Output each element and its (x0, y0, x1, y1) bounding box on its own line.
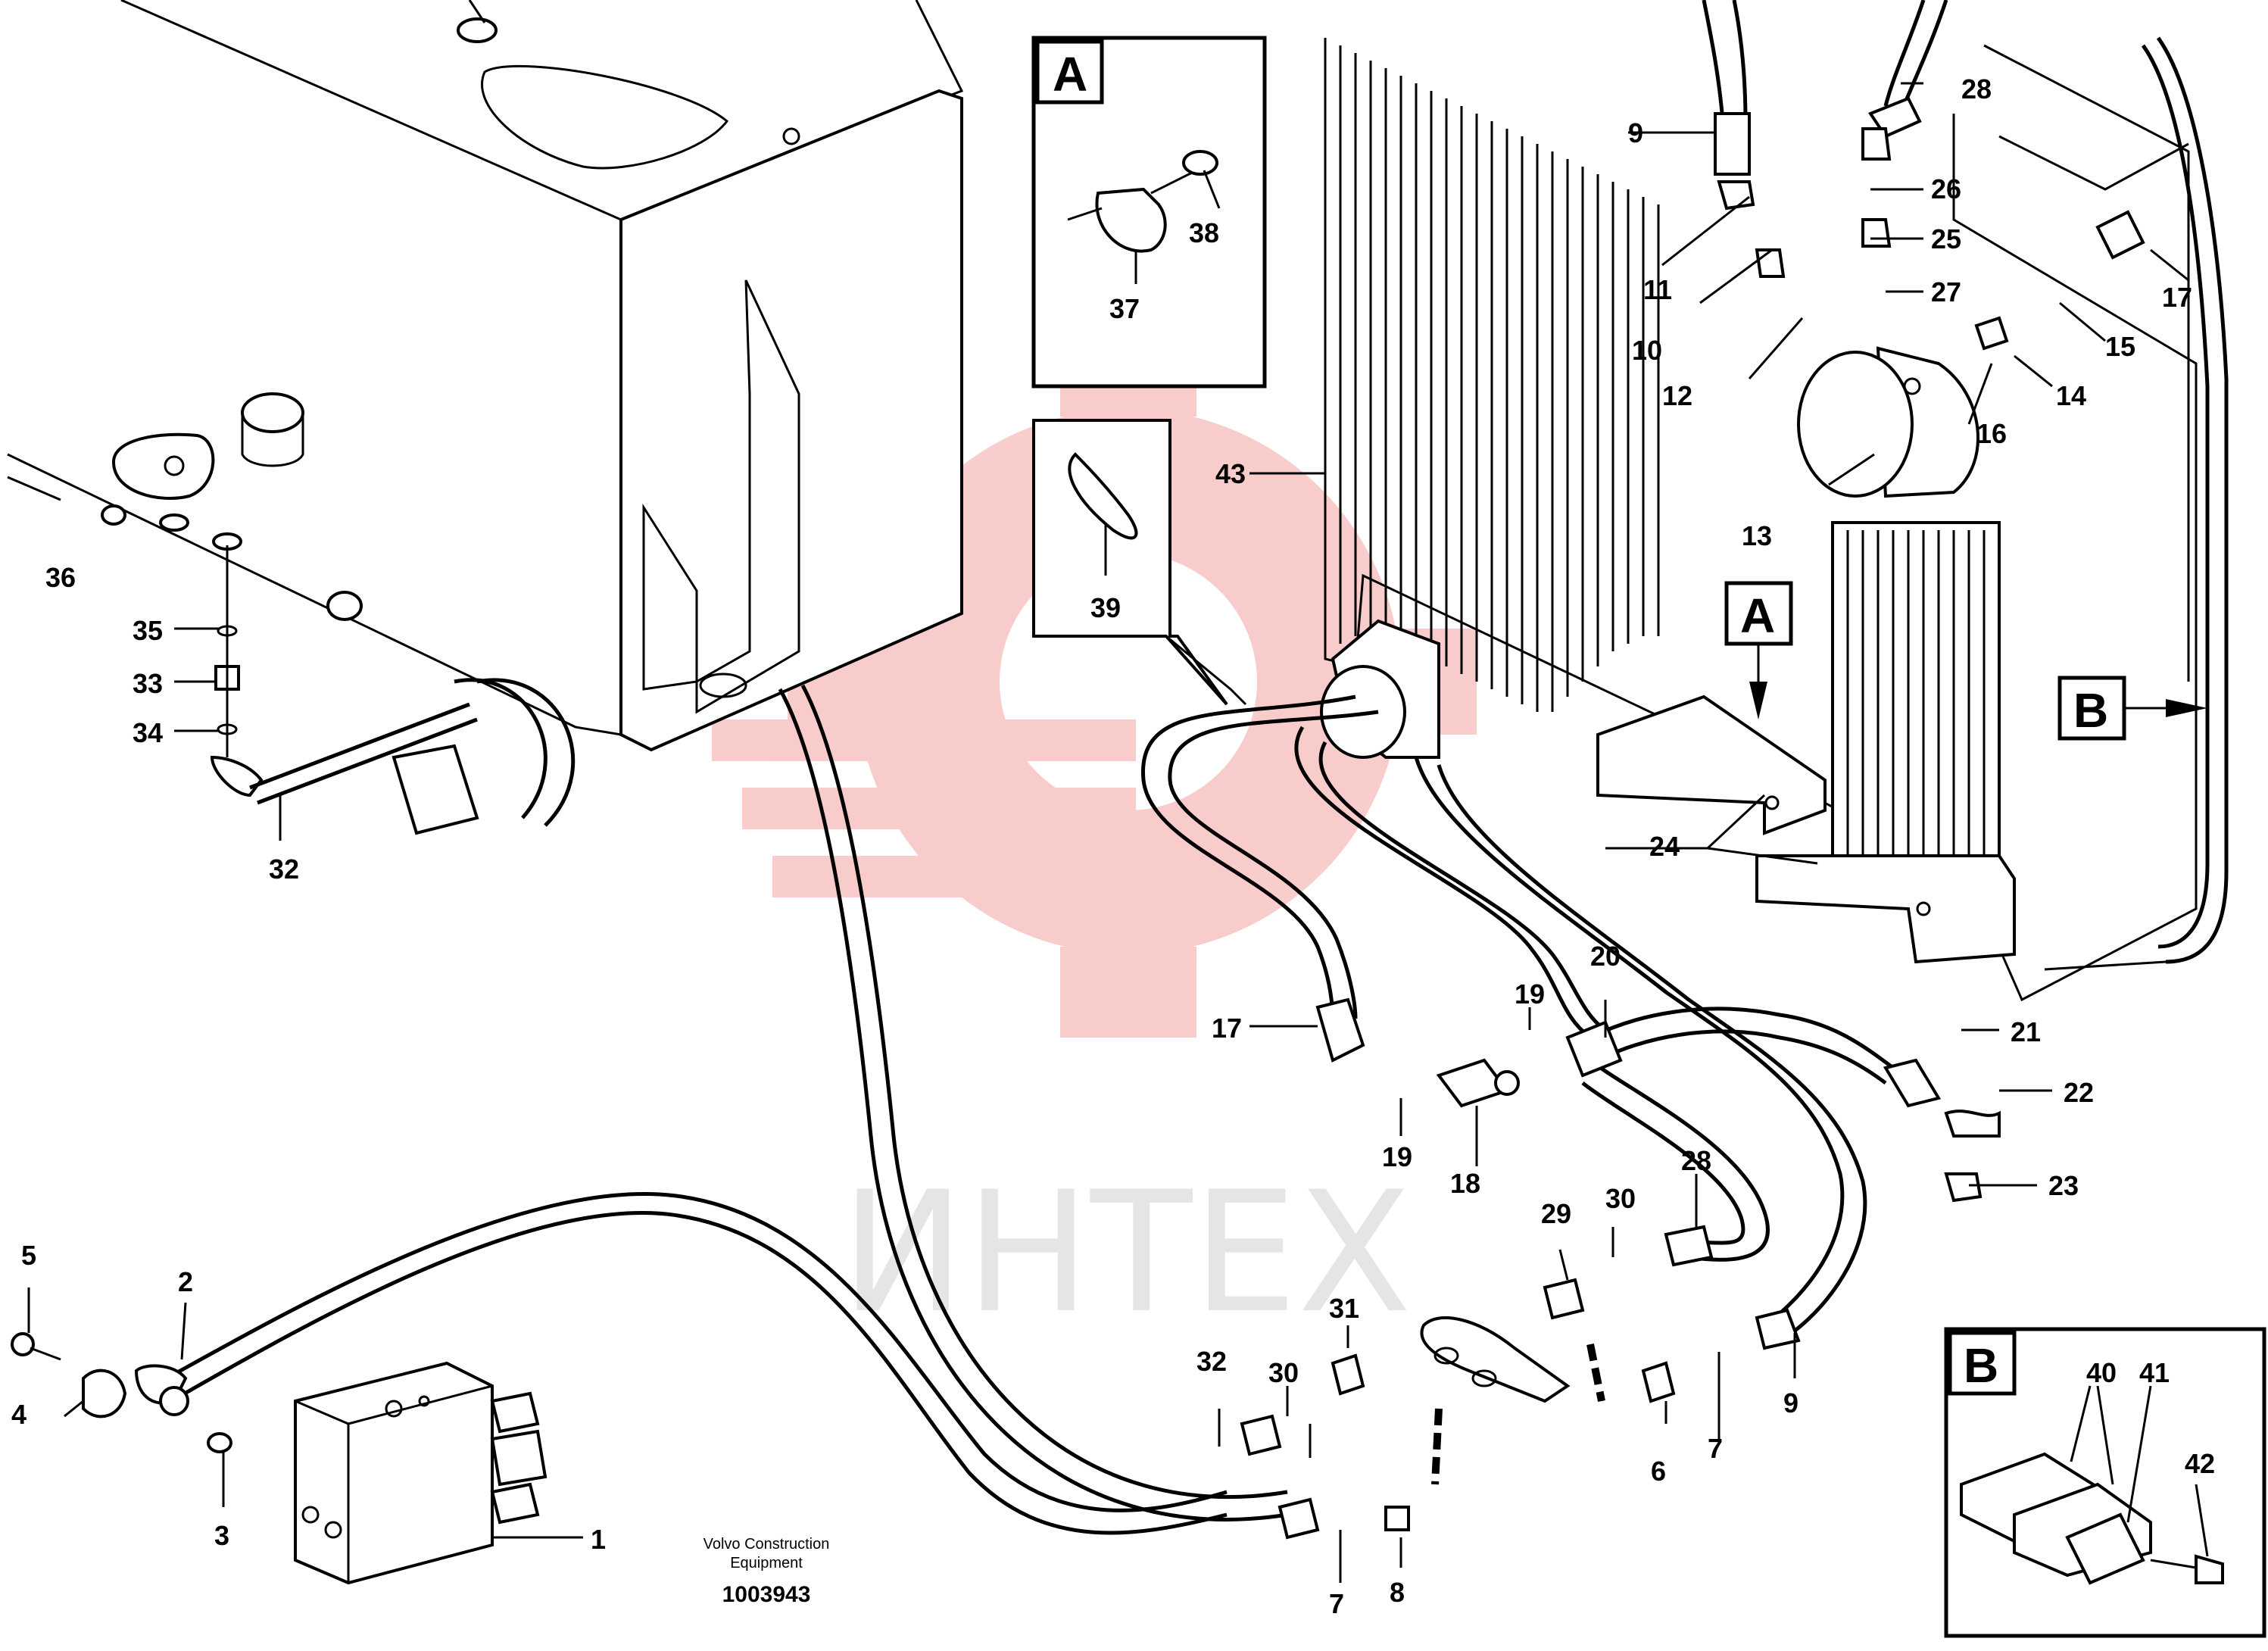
part-label-21: 21 (2011, 1016, 2041, 1047)
part-label-24: 24 (1649, 831, 1680, 862)
detail-pointer-b-letter: B (2073, 683, 2108, 738)
control-valve (294, 1361, 548, 1585)
part-label-22: 22 (2064, 1077, 2094, 1108)
cooler-fins (1339, 45, 1660, 712)
hydraulic-tank (7, 0, 964, 752)
part-label-23: 23 (2048, 1170, 2079, 1201)
part-label-5: 5 (21, 1240, 36, 1271)
tank-fittings (101, 392, 576, 835)
part-label-19a: 19 (1382, 1141, 1412, 1172)
part-label-34: 34 (133, 717, 163, 748)
leader-lines (7, 82, 2209, 1583)
valve-fittings (11, 1332, 232, 1453)
part-label-9b: 9 (1628, 117, 1643, 148)
part-numbers: 1 2 3 4 5 6 7 7 8 9 9 10 11 12 13 14 15 … (11, 73, 2215, 1619)
part-label-15: 15 (2105, 331, 2135, 362)
detail-pointer-b: B (2057, 676, 2207, 741)
part-label-7b: 7 (1329, 1588, 1344, 1619)
part-label-41: 41 (2139, 1357, 2170, 1388)
part-label-17b: 17 (1212, 1013, 1242, 1044)
part-label-10: 10 (1632, 335, 1662, 366)
mounting-plate (1420, 1316, 1605, 1485)
part-label-32a: 32 (1196, 1346, 1227, 1377)
bracket (1596, 694, 2016, 964)
hose-lines (165, 684, 1895, 1535)
detail-pointer-a-letter: A (1740, 588, 1775, 643)
part-label-14: 14 (2056, 380, 2086, 411)
watermark-text: ИНТЕХ (841, 1156, 1412, 1350)
part-label-31: 31 (1329, 1293, 1359, 1324)
caption-line-2: Equipment (730, 1555, 803, 1571)
part-label-25: 25 (1931, 223, 1961, 254)
document-number: 1003943 (722, 1582, 811, 1607)
part-label-27: 27 (1931, 276, 1961, 307)
part-label-2: 2 (178, 1266, 193, 1297)
part-label-42: 42 (2185, 1448, 2215, 1479)
part-label-4: 4 (11, 1399, 27, 1430)
detail-box-a: A (1031, 36, 1267, 389)
part-label-26: 26 (1931, 173, 1961, 204)
detail-box-b-letter: B (1964, 1338, 1998, 1393)
part-label-16: 16 (1976, 418, 2007, 449)
cooler-outlet (1320, 619, 1440, 759)
part-label-32b: 32 (269, 854, 299, 885)
diagram-caption: Volvo Construction Equipment 1003943 (703, 1536, 830, 1607)
part-label-9a: 9 (1783, 1387, 1798, 1418)
part-label-28a: 28 (1961, 73, 1992, 105)
part-label-11: 11 (1643, 274, 1672, 305)
part-label-12: 12 (1662, 380, 1692, 411)
part-label-8: 8 (1390, 1577, 1405, 1608)
hose-fittings (134, 997, 2001, 1540)
part-label-19b: 19 (1515, 978, 1545, 1010)
part-label-1: 1 (591, 1524, 606, 1555)
part-label-37: 37 (1109, 293, 1140, 324)
part-label-38: 38 (1189, 217, 1219, 248)
part-label-6: 6 (1651, 1456, 1666, 1487)
detail-box-b: B (1944, 1327, 2266, 1638)
caption-line-1: Volvo Construction (703, 1536, 830, 1553)
part-label-30a: 30 (1605, 1183, 1636, 1214)
part-label-17a: 17 (2162, 282, 2192, 313)
part-label-35: 35 (133, 615, 163, 646)
filter-cap (1797, 346, 1980, 498)
detail-box-cable-tie (1032, 419, 1247, 706)
part-label-30b: 30 (1268, 1357, 1299, 1388)
part-label-3: 3 (214, 1520, 229, 1551)
part-label-33: 33 (133, 668, 163, 699)
part-label-20: 20 (1590, 941, 1621, 972)
part-label-29: 29 (1541, 1198, 1571, 1229)
part-label-43: 43 (1215, 458, 1246, 489)
part-label-18: 18 (1450, 1168, 1480, 1199)
part-label-39: 39 (1090, 592, 1121, 623)
cooler-core (1831, 521, 2001, 865)
part-label-28b: 28 (1681, 1145, 1711, 1176)
part-label-13: 13 (1742, 520, 1772, 551)
detail-box-a-letter: A (1053, 47, 1087, 101)
part-label-40: 40 (2086, 1357, 2117, 1388)
part-label-7a: 7 (1708, 1433, 1723, 1464)
part-label-36: 36 (45, 562, 76, 593)
detail-pointer-a: A (1724, 581, 1793, 719)
